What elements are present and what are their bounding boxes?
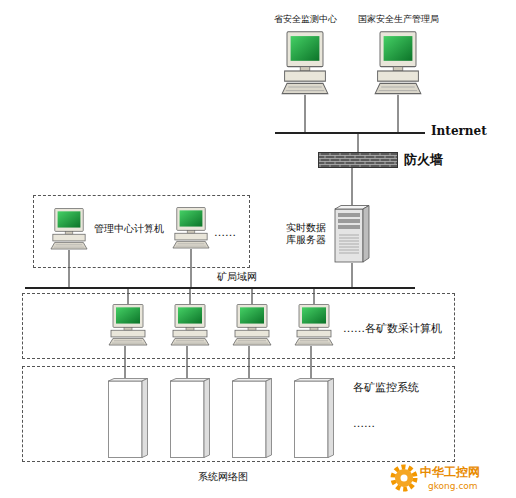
- cabinet-icons: [109, 379, 334, 458]
- computer-icons: [109, 304, 333, 345]
- node-label: 国家安全生产管理局: [358, 14, 439, 25]
- node-label: ……: [214, 226, 236, 239]
- computer-node: 国家安全生产管理局: [358, 14, 439, 95]
- node-label: 防火墙: [404, 152, 443, 168]
- network-link: [69, 250, 70, 287]
- network-link: [398, 95, 399, 132]
- network-link: [305, 95, 306, 132]
- node-label: 实时数据库服务器: [286, 222, 330, 246]
- node-label: 矿局域网: [217, 271, 257, 283]
- watermark-text: gkong.com: [428, 482, 478, 492]
- network-bus: 矿局域网: [25, 287, 415, 289]
- server-node: 实时数据库服务器: [286, 205, 370, 263]
- dashed-group: …… 管理中心计算机: [33, 195, 250, 268]
- node-label: ……各矿数采计算机: [343, 322, 442, 335]
- computer-node: 省安全监测中心: [274, 14, 337, 95]
- figure-caption: 系统网络图: [198, 470, 248, 484]
- computer-icon: [374, 31, 422, 95]
- network-link: [352, 263, 353, 287]
- computer-icon: [50, 208, 88, 250]
- watermark-text: 中华工控网: [420, 466, 480, 479]
- network-wire: [191, 249, 192, 287]
- firewall-node: 防火墙: [318, 152, 443, 168]
- network-link: [358, 134, 359, 152]
- node-label: ……: [353, 417, 375, 430]
- watermark-gear: [393, 467, 415, 489]
- node-label: 各矿监控系统: [353, 381, 419, 394]
- node-label: 管理中心计算机: [94, 223, 164, 235]
- firewall-icon: [318, 152, 398, 168]
- network-bus: Internet: [275, 132, 425, 134]
- dashed-group: ……各矿数采计算机: [22, 293, 455, 359]
- server-icon: [334, 205, 370, 263]
- computer-icon: [281, 31, 329, 95]
- dashed-group: 各矿监控系统 ……: [22, 366, 455, 462]
- node-label: 省安全监测中心: [274, 14, 337, 25]
- network-link: [352, 168, 353, 205]
- computer-icon: [173, 207, 209, 248]
- node-label: Internet: [431, 124, 487, 138]
- computer-node: 管理中心计算机: [50, 208, 164, 250]
- network-wires: [125, 289, 314, 378]
